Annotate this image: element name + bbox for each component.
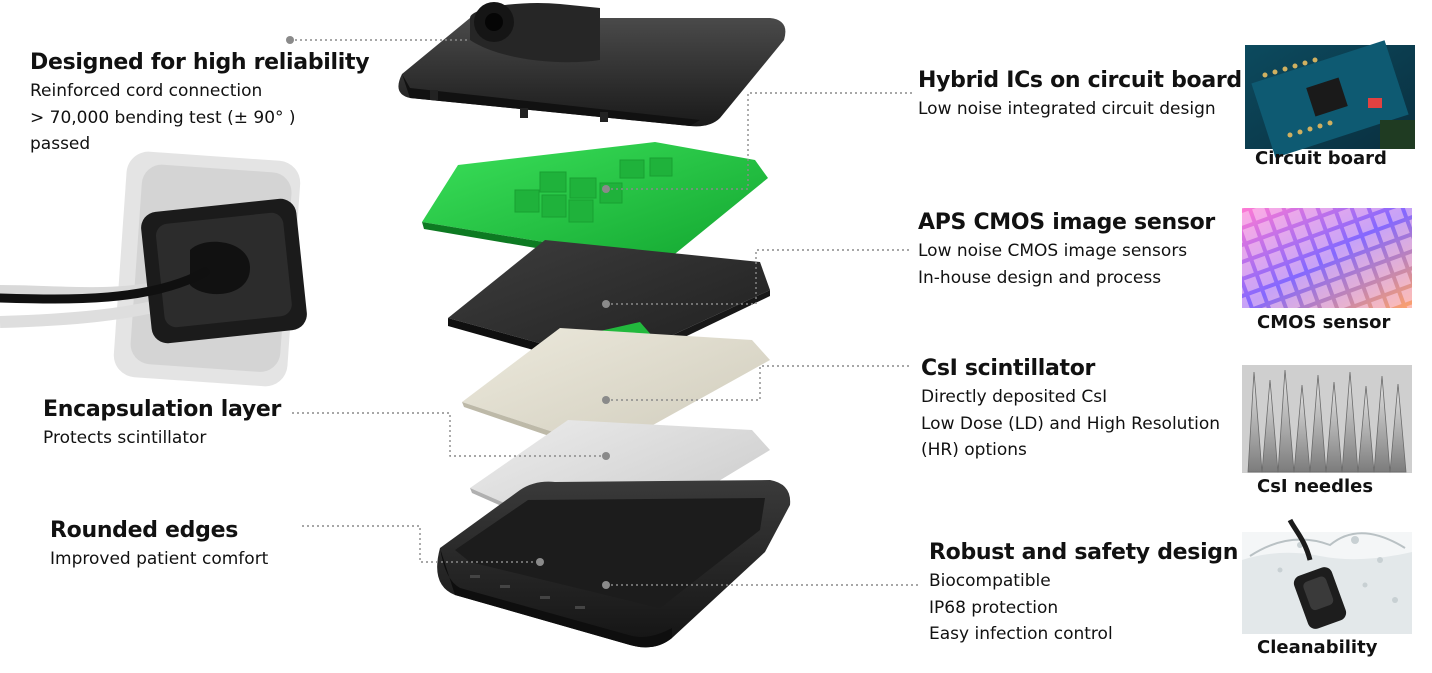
csi-needles-photo-icon: [1242, 365, 1412, 473]
feature-title: APS CMOS image sensor: [918, 210, 1215, 235]
sensor-product-photo: [0, 151, 307, 387]
feature-robust-design: Robust and safety design Biocompatible I…: [929, 538, 1238, 648]
feature-line: > 70,000 bending test (± 90° ): [30, 107, 296, 128]
feature-line: IP68 protection: [929, 597, 1059, 618]
feature-csi-scintillator: CsI scintillator Directly deposited CsI …: [921, 354, 1220, 464]
feature-title: Robust and safety design: [929, 540, 1239, 565]
feature-hybrid-ics: Hybrid ICs on circuit board Low noise in…: [918, 66, 1242, 123]
feature-rounded-edges: Rounded edges Improved patient comfort: [50, 516, 268, 573]
feature-reliability: Designed for high reliability Reinforced…: [30, 48, 370, 158]
feature-line: Low noise CMOS image sensors: [918, 241, 1188, 261]
feature-line: Protects scintillator: [43, 428, 207, 448]
leader-lines: [290, 39, 920, 586]
feature-line: passed: [30, 134, 91, 154]
top-cap-layer: [398, 2, 786, 127]
feature-line: Reinforced cord connection: [30, 81, 263, 101]
feature-line: Low noise integrated circuit design: [918, 99, 1216, 119]
circuit-board-photo-icon: [1245, 40, 1415, 158]
thumbnail-caption-csi: CsI needles: [1257, 476, 1374, 497]
feature-cmos-sensor: APS CMOS image sensor Low noise CMOS ima…: [918, 208, 1215, 291]
water-splash-photo-icon: [1242, 518, 1412, 634]
thumbnail-caption-clean: Cleanability: [1257, 637, 1378, 658]
leader-dots: [286, 36, 610, 589]
feature-encapsulation: Encapsulation layer Protects scintillato…: [43, 395, 281, 452]
thumbnail-caption-circuit: Circuit board: [1255, 148, 1387, 169]
feature-line: Improved patient comfort: [50, 549, 269, 569]
feature-line: Directly deposited CsI: [921, 387, 1108, 407]
feature-line: Low Dose (LD) and High Resolution: [921, 413, 1221, 434]
cmos-wafer-photo-icon: [1242, 208, 1412, 308]
feature-title: Encapsulation layer: [43, 397, 282, 422]
feature-title: Hybrid ICs on circuit board: [918, 68, 1242, 93]
feature-line: Easy infection control: [929, 624, 1113, 644]
feature-title: Rounded edges: [50, 518, 238, 543]
feature-title: Designed for high reliability: [30, 50, 370, 75]
housing-layer: [437, 480, 791, 648]
feature-title: CsI scintillator: [921, 356, 1096, 381]
feature-line: Biocompatible: [929, 571, 1051, 591]
feature-line: In-house design and process: [918, 267, 1162, 288]
feature-line: (HR) options: [921, 440, 1027, 460]
thumbnail-caption-cmos: CMOS sensor: [1257, 312, 1391, 333]
